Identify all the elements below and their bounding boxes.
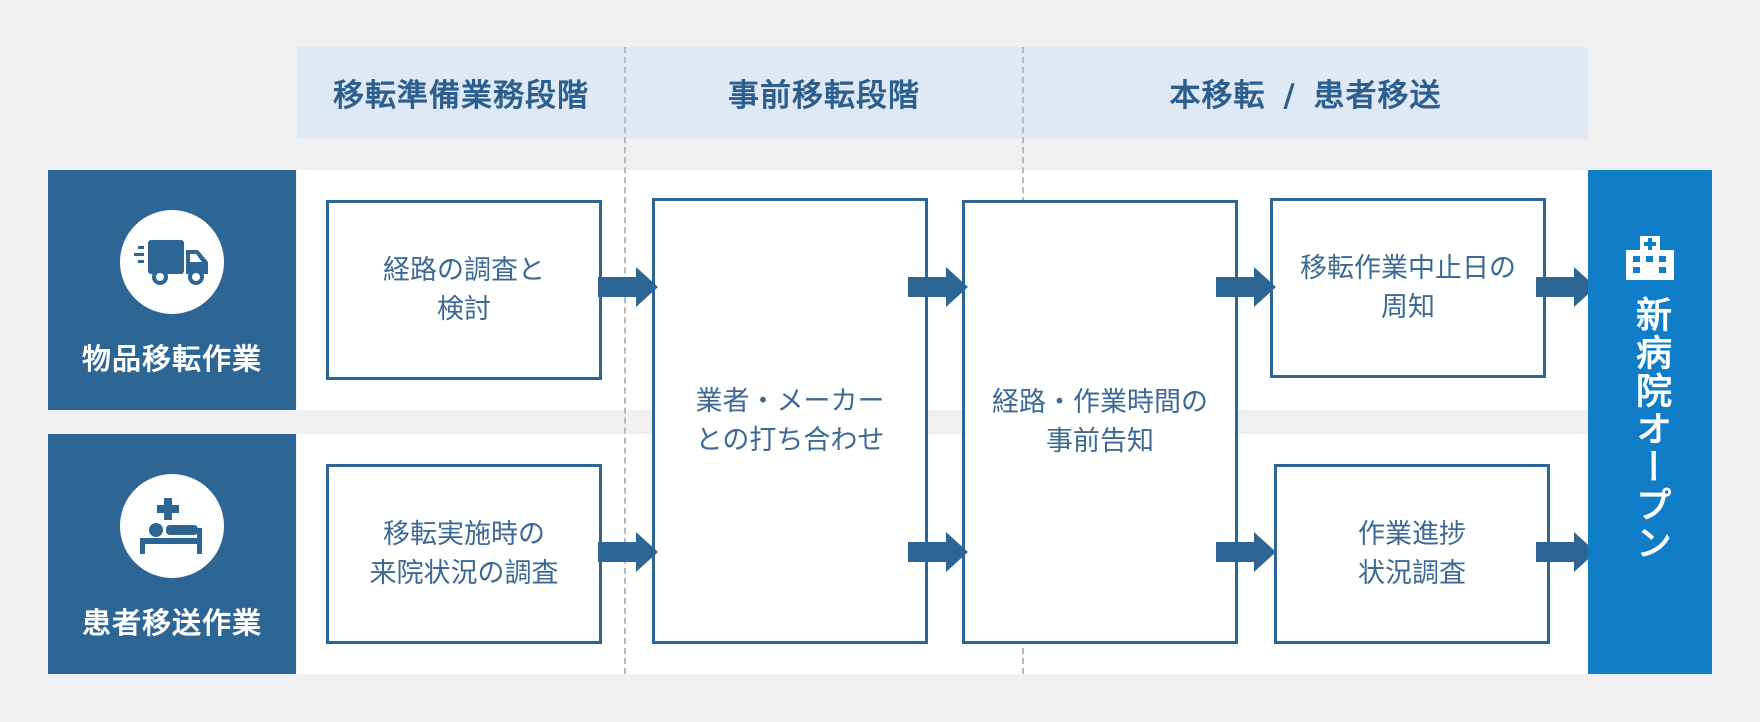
- hospital-icon: [1626, 236, 1674, 280]
- patient-bed-icon: [140, 498, 202, 554]
- truck-icon: [134, 240, 208, 285]
- new-hospital-open-label: 新病院オープン: [1630, 296, 1671, 562]
- phase-label-pre-transfer: 事前移転段階: [728, 78, 920, 114]
- phase-header-bar: [297, 47, 1588, 138]
- phase-label-main-transfer: 本移転 / 患者移送: [1169, 78, 1442, 114]
- lane-icon-circle: [120, 210, 224, 314]
- box-suspension-notice: 移転作業中止日の 周知: [1270, 198, 1546, 378]
- arrow-vendor-to-notice-bottom: [908, 532, 970, 572]
- lane-header-goods: 物品移転作業: [48, 170, 296, 410]
- lane-label-patients: 患者移送作業: [81, 606, 262, 640]
- box-progress-survey: 作業進捗 状況調査: [1274, 464, 1550, 644]
- lane-label-goods: 物品移転作業: [81, 342, 262, 376]
- box-advance-notice: 経路・作業時間の 事前告知: [962, 200, 1238, 644]
- arrow-route-to-vendor: [598, 267, 660, 307]
- box-vendor-meeting: 業者・メーカー との打ち合わせ: [652, 198, 928, 644]
- arrow-visit-to-vendor: [598, 532, 660, 572]
- lane-header-patients: 患者移送作業: [48, 434, 296, 674]
- arrow-notice-to-suspension: [1216, 267, 1278, 307]
- lane-icon-circle: [120, 474, 224, 578]
- phase-divider-1: [624, 47, 626, 674]
- arrow-vendor-to-notice-top: [908, 267, 970, 307]
- box-route-survey: 経路の調査と 検討: [326, 200, 602, 380]
- new-hospital-open-bar: 新病院オープン: [1588, 170, 1712, 674]
- arrow-progress-to-open: [1536, 532, 1598, 572]
- arrow-notice-to-progress: [1216, 532, 1278, 572]
- phase-label-preparation: 移転準備業務段階: [333, 78, 589, 114]
- box-visit-survey: 移転実施時の 来院状況の調査: [326, 464, 602, 644]
- arrow-suspension-to-open: [1536, 267, 1598, 307]
